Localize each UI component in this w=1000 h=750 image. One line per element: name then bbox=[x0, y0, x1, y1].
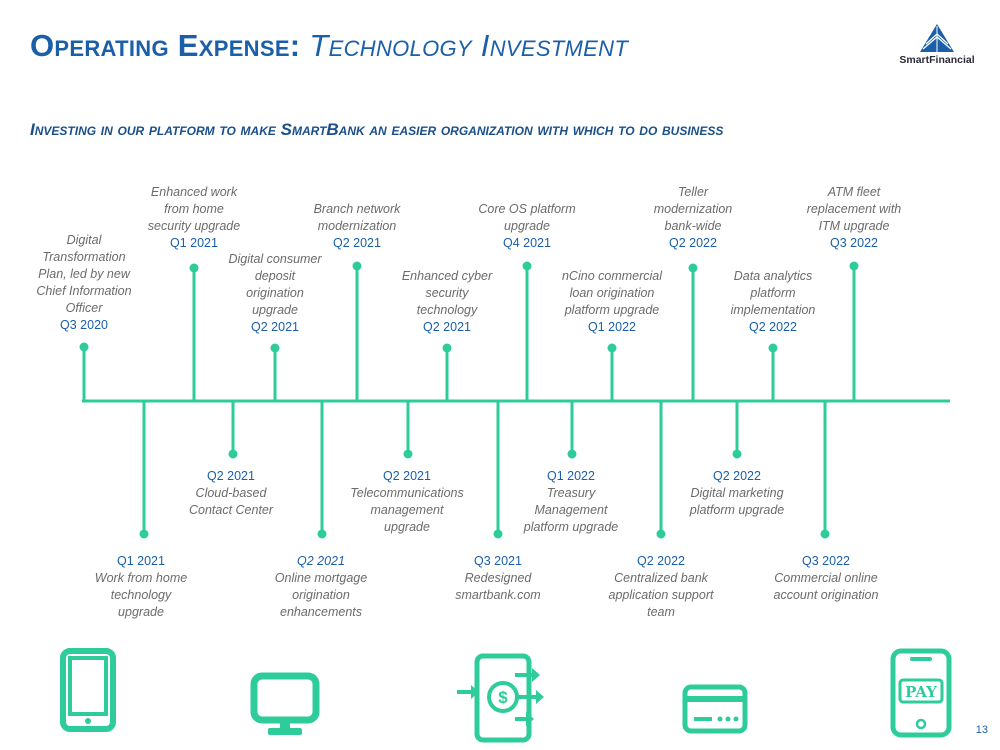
milestone-date: Q1 2022 bbox=[547, 469, 595, 483]
milestone-dot bbox=[79, 342, 89, 352]
milestone-label: Enhanced cyber security technology Q2 202… bbox=[402, 268, 492, 336]
credit-card-icon bbox=[682, 684, 748, 734]
milestone-date: Q4 2021 bbox=[503, 236, 551, 250]
title-main: Operating Expense: bbox=[30, 28, 301, 63]
milestone-desc: Data analytics platform implementation bbox=[730, 269, 816, 317]
monitor-icon bbox=[250, 672, 320, 735]
milestone-date: Q2 2021 bbox=[383, 469, 431, 483]
page-number: 13 bbox=[975, 724, 988, 736]
milestone-date: Q2 2021 bbox=[251, 320, 299, 334]
milestone-desc: Teller modernization bank-wide bbox=[653, 185, 733, 233]
milestone-desc: ATM fleet replacement with ITM upgrade bbox=[806, 185, 902, 233]
milestone-dot bbox=[189, 263, 199, 273]
milestone-date: Q3 2022 bbox=[802, 554, 850, 568]
milestone-desc: Enhanced cyber security technology bbox=[401, 269, 493, 317]
milestone-dot bbox=[768, 343, 778, 353]
milestone-label: Enhanced work from home security upgrade… bbox=[148, 184, 240, 252]
milestone-label: Teller modernization bank-wide Q2 2022 bbox=[654, 184, 733, 252]
logo-mark-icon bbox=[920, 24, 954, 52]
logo-text: SmartFinancial bbox=[899, 54, 975, 66]
milestone-desc: Treasury Management platform upgrade bbox=[523, 486, 619, 534]
milestone-dot bbox=[567, 449, 577, 459]
milestone-dot bbox=[403, 449, 413, 459]
milestone-date: Q2 2021 bbox=[297, 554, 345, 568]
milestone-dot bbox=[493, 529, 503, 539]
milestone-desc: Centralized bank application support tea… bbox=[608, 571, 714, 619]
milestone-dot bbox=[139, 529, 149, 539]
milestone-date: Q2 2022 bbox=[669, 236, 717, 250]
milestone-dot bbox=[732, 449, 742, 459]
milestone-desc: Online mortgage origination enhancements bbox=[274, 571, 368, 619]
milestone-dot bbox=[228, 449, 238, 459]
company-logo: SmartFinancial bbox=[882, 22, 992, 66]
milestone-label: Digital Transformation Plan, led by new … bbox=[36, 232, 131, 334]
milestone-desc: Branch network modernization bbox=[313, 202, 401, 233]
milestone-desc: Enhanced work from home security upgrade bbox=[147, 185, 241, 233]
milestone-desc: Core OS platform upgrade bbox=[478, 202, 576, 233]
pay-label: PAY bbox=[905, 683, 937, 701]
milestone-desc: Cloud-based Contact Center bbox=[188, 486, 274, 517]
milestone-desc: Commercial online account origination bbox=[773, 571, 879, 602]
milestone-label: Core OS platform upgrade Q4 2021 bbox=[478, 201, 575, 252]
milestone-dot bbox=[849, 261, 859, 271]
milestone-desc: Digital Transformation Plan, led by new … bbox=[36, 233, 132, 315]
milestone-dot bbox=[317, 529, 327, 539]
milestone-dot bbox=[656, 529, 666, 539]
milestone-dot bbox=[442, 343, 452, 353]
milestone-date: Q3 2022 bbox=[830, 236, 878, 250]
milestone-label: Branch network modernization Q2 2021 bbox=[314, 201, 401, 252]
milestone-date: Q2 2022 bbox=[637, 554, 685, 568]
svg-text:$: $ bbox=[498, 688, 508, 707]
milestone-dot bbox=[820, 529, 830, 539]
page-subtitle: Investing in our platform to make SmartB… bbox=[30, 120, 724, 139]
milestone-desc: Redesigned smartbank.com bbox=[455, 571, 541, 602]
milestone-date: Q3 2021 bbox=[474, 554, 522, 568]
milestone-dot bbox=[688, 263, 698, 273]
pay-phone-icon: PAY bbox=[890, 648, 952, 738]
page-title: Operating Expense: Technology Investment bbox=[30, 28, 628, 64]
milestone-dot bbox=[352, 261, 362, 271]
tablet-icon bbox=[60, 648, 116, 732]
milestone-desc: Digital consumer deposit origination upg… bbox=[228, 252, 322, 317]
milestone-desc: Telecommunications management upgrade bbox=[350, 486, 464, 534]
milestone-date: Q2 2022 bbox=[749, 320, 797, 334]
milestone-date: Q1 2022 bbox=[588, 320, 636, 334]
milestone-dot bbox=[522, 261, 532, 271]
milestone-date: Q1 2021 bbox=[117, 554, 165, 568]
milestone-desc: Digital marketing platform upgrade bbox=[689, 486, 785, 517]
milestone-date: Q1 2021 bbox=[170, 236, 218, 250]
milestone-label: nCino commercial loan origination platfo… bbox=[562, 268, 662, 336]
milestone-desc: Work from home technology upgrade bbox=[94, 571, 188, 619]
milestone-label: Digital consumer deposit origination upg… bbox=[228, 251, 321, 336]
milestone-date: Q2 2022 bbox=[713, 469, 761, 483]
milestone-date: Q2 2021 bbox=[423, 320, 471, 334]
milestone-date: Q3 2020 bbox=[60, 318, 108, 332]
milestone-desc: nCino commercial loan origination platfo… bbox=[561, 269, 663, 317]
title-sub: Technology Investment bbox=[309, 28, 629, 63]
mobile-payment-icon: $ bbox=[457, 653, 544, 743]
milestone-dot bbox=[270, 343, 280, 353]
milestone-dot bbox=[607, 343, 617, 353]
milestone-date: Q2 2021 bbox=[207, 469, 255, 483]
milestone-date: Q2 2021 bbox=[333, 236, 381, 250]
